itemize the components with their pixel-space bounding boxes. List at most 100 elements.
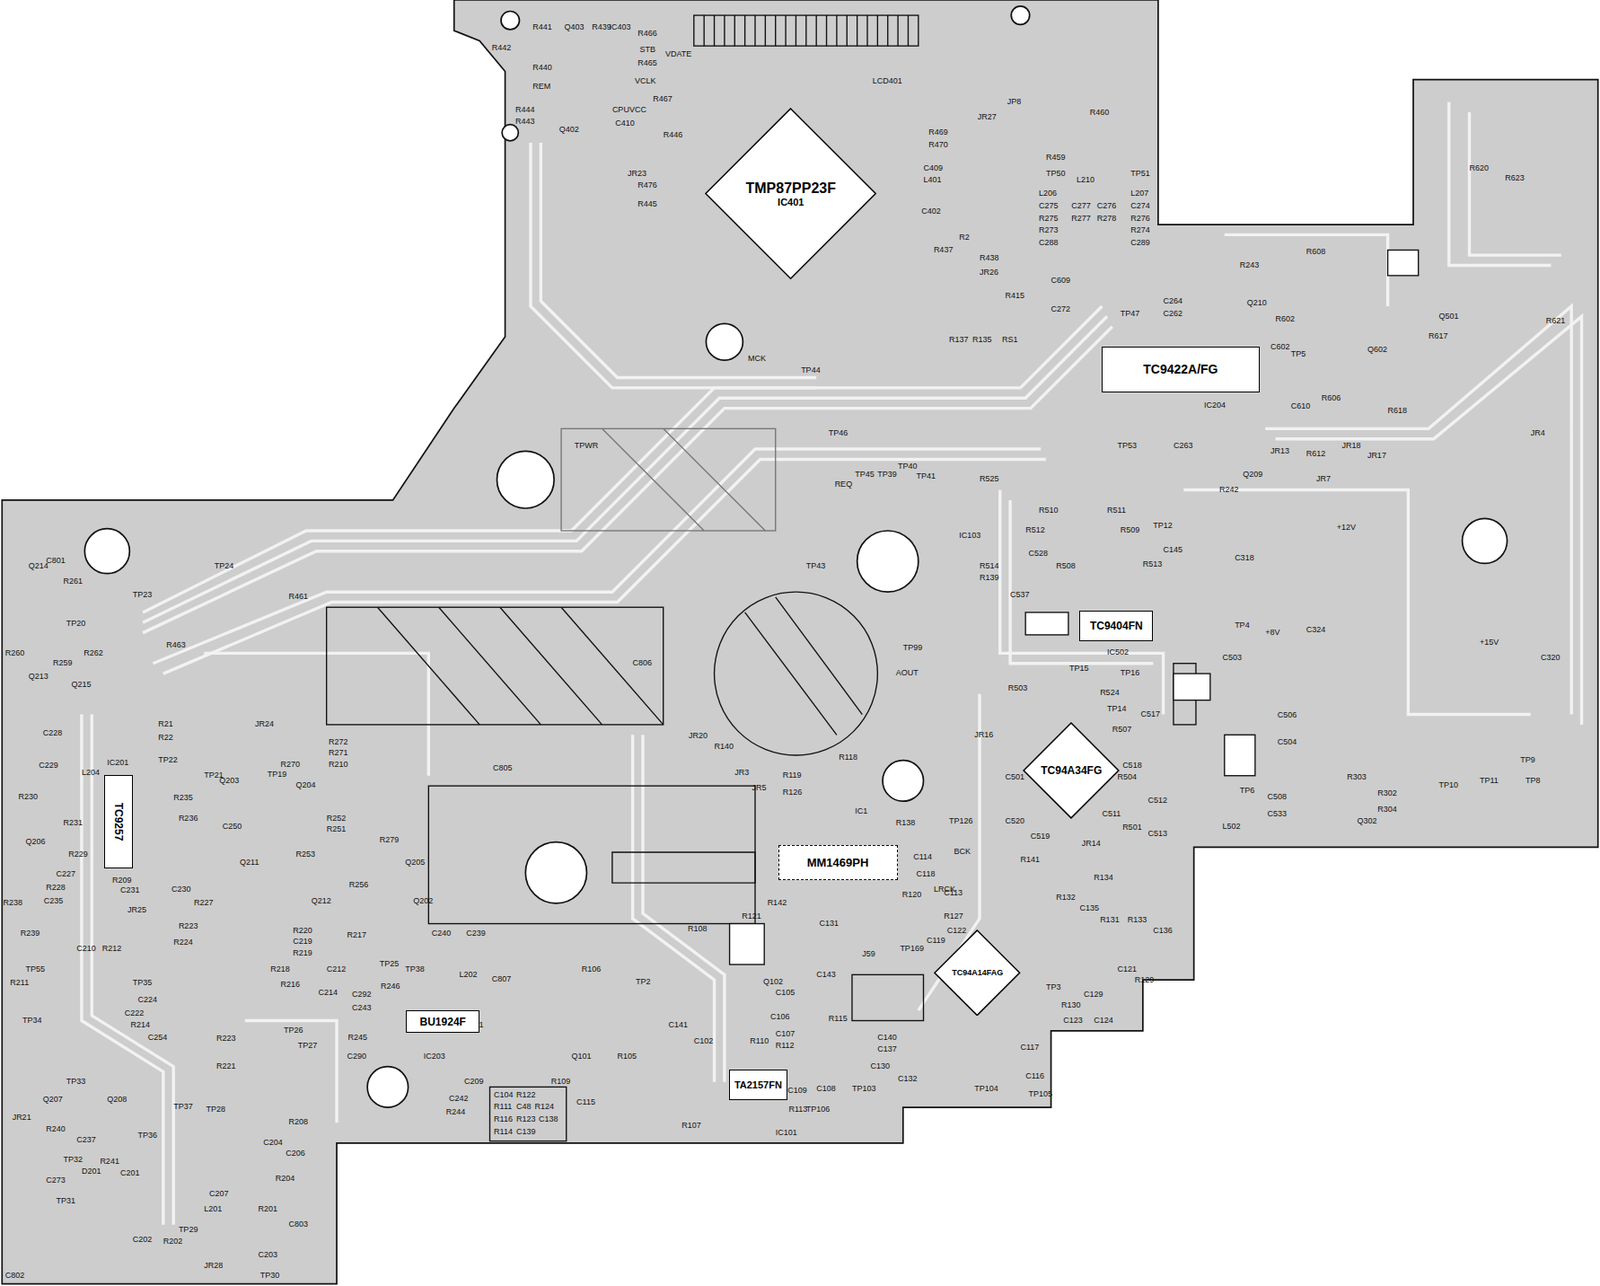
part-label: R110	[749, 1036, 769, 1046]
part-label: C273	[45, 1175, 66, 1185]
part-label: C235	[43, 896, 64, 906]
part-label: JR26	[979, 267, 999, 277]
part-label: JR13	[1270, 446, 1290, 456]
pcb-drawing	[705, 323, 743, 361]
part-label: Q602	[1367, 344, 1388, 354]
pcb-drawing	[642, 734, 725, 1082]
ic-name: TC94A14FAG	[951, 967, 1003, 977]
part-label: R116	[493, 1114, 513, 1124]
part-label: TP105	[1028, 1089, 1054, 1099]
part-label: R602	[1275, 314, 1296, 324]
part-label: R238	[2, 897, 23, 907]
part-label: R304	[1377, 804, 1398, 814]
part-label: C275	[1038, 201, 1059, 211]
part-label: R467	[652, 94, 673, 104]
part-label: Q210	[1247, 298, 1267, 308]
part-label: R446	[663, 130, 684, 140]
part-label: R508	[1055, 561, 1076, 571]
part-label: C137	[877, 1044, 897, 1054]
part-label: R235	[173, 792, 194, 802]
part-label: R276	[1130, 213, 1151, 223]
part-label: C803	[289, 1219, 309, 1229]
part-label: R228	[45, 882, 66, 892]
part-label: C118	[916, 869, 936, 879]
part-label: C237	[76, 1134, 97, 1144]
part-label: Q211	[239, 857, 259, 867]
part-label: R221	[216, 1061, 237, 1071]
part-label: R239	[20, 928, 41, 938]
part-label: JR24	[254, 719, 274, 729]
part-label: R109	[551, 1076, 572, 1086]
part-label: R132	[1055, 892, 1076, 902]
part-label: R445	[637, 199, 658, 209]
part-label: TP27	[298, 1040, 318, 1050]
part-label: L502	[1222, 821, 1241, 831]
part-label: C277	[1071, 201, 1091, 211]
part-label: C506	[1277, 710, 1298, 720]
ic-name: BU1924F	[420, 1015, 466, 1029]
part-label: C243	[351, 1002, 372, 1012]
pcb-drawing	[729, 923, 765, 965]
part-label: R210	[328, 759, 349, 769]
part-label: C141	[668, 1019, 688, 1029]
part-label: C290	[346, 1051, 367, 1061]
pcb-drawing	[377, 606, 663, 725]
pcb-drawing	[714, 591, 879, 756]
part-label: Q214	[28, 561, 49, 571]
part-label: JR14	[1081, 838, 1101, 848]
part-label: R465	[637, 58, 658, 68]
part-label: R440	[532, 62, 553, 72]
part-label: C145	[1163, 545, 1184, 554]
part-label: TP2	[635, 976, 651, 986]
part-label: R135	[972, 334, 993, 344]
part-label: C204	[263, 1137, 283, 1147]
part-label: Q202	[413, 896, 433, 906]
pcb-drawing	[490, 1086, 567, 1141]
part-label: R302	[1377, 788, 1398, 798]
pcb-drawing	[694, 15, 919, 46]
part-label: TP106	[806, 1104, 831, 1114]
part-label: JR4	[1530, 428, 1546, 438]
part-label: R111	[493, 1101, 512, 1111]
mounting-holes	[84, 6, 1507, 1108]
part-label: R459	[1046, 152, 1066, 162]
part-label: R139	[979, 572, 1000, 582]
part-label: TP36	[137, 1130, 158, 1140]
part-label: R118	[838, 752, 858, 762]
part-label: R510	[1038, 505, 1059, 515]
ic-text-group: MM1469PH	[807, 855, 870, 870]
part-label: C139	[516, 1126, 537, 1136]
part-label: JR16	[974, 729, 994, 739]
part-label: R606	[1321, 393, 1342, 403]
part-label: R278	[1097, 213, 1117, 223]
ic-package: BU1924F	[405, 1010, 480, 1033]
part-label: R460	[1090, 107, 1110, 117]
part-label: R217	[346, 930, 367, 940]
part-label: C115	[576, 1097, 596, 1107]
part-label: VDATE	[665, 49, 692, 59]
part-label: R415	[1004, 290, 1025, 300]
part-label: R218	[270, 964, 291, 974]
pcb-drawing	[1275, 316, 1583, 725]
part-label: TP28	[206, 1104, 227, 1114]
part-label: LRCK	[933, 884, 956, 894]
ic-ref: IC401	[777, 196, 804, 208]
part-label: R608	[1306, 246, 1327, 256]
part-label: C138	[538, 1114, 559, 1124]
pcb-drawing	[852, 974, 924, 1020]
part-label: R444	[515, 105, 536, 115]
part-label: R140	[714, 741, 735, 751]
part-label: C201	[120, 1168, 141, 1178]
part-label: R507	[1112, 724, 1133, 734]
ic-text-group: TA2157FN	[734, 1079, 783, 1091]
ic-package: TC9404FN	[1079, 610, 1153, 642]
part-label: C242	[448, 1093, 469, 1103]
part-label: C209	[464, 1076, 484, 1086]
ic-name: TC9404FN	[1090, 619, 1143, 633]
part-label: C501	[1004, 772, 1025, 782]
ic-text-group: TMP87PP23FIC401	[746, 180, 836, 208]
part-label: C410	[615, 118, 635, 128]
part-label: TP35	[132, 977, 153, 987]
part-label: TP39	[877, 469, 897, 479]
